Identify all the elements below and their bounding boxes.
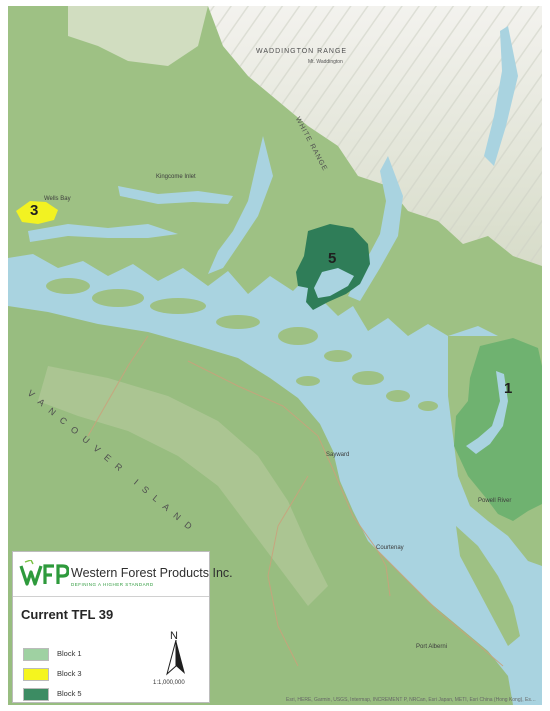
company-name: Western Forest Products Inc. [71, 566, 233, 580]
map-frame[interactable]: WADDINGTON RANGE Mt. Waddington WHITE RA… [8, 6, 542, 705]
block-3-number: 3 [30, 202, 39, 219]
swatch-block-5 [23, 688, 49, 701]
block-5-number: 5 [328, 250, 337, 267]
island-highlands [38, 366, 328, 606]
legend-divider [13, 596, 209, 597]
block-3-area[interactable] [16, 201, 58, 224]
inlet-main [208, 136, 273, 274]
legend-label-block-5: Block 5 [57, 689, 82, 698]
north-letter: N [170, 630, 178, 642]
map-scale: 1:1,000,000 [153, 680, 185, 686]
swatch-block-1 [23, 648, 49, 661]
inlet-northeast [484, 26, 518, 166]
block-5-inlet [314, 268, 354, 298]
label-kingcome-inlet: Kingcome Inlet [156, 174, 196, 180]
map-attribution: Esri, HERE, Garmin, USGS, Intermap, INCR… [286, 697, 536, 703]
company-tagline: DEFINING A HIGHER STANDARD [71, 582, 154, 587]
legend-label-block-1: Block 1 [57, 649, 82, 658]
swatch-block-3 [23, 668, 49, 681]
islands [46, 278, 438, 411]
block-1-number: 1 [504, 380, 513, 397]
label-port-alberni: Port Alberni [416, 644, 448, 650]
label-waddington-range: WADDINGTON RANGE [256, 48, 348, 55]
label-mt-waddington: Mt. Waddington [308, 59, 343, 65]
mountains-west [68, 6, 208, 66]
block-1-channel [466, 371, 508, 454]
legend-title: Current TFL 39 [21, 607, 114, 622]
label-sayward: Sayward [326, 452, 350, 458]
roads [87, 335, 504, 667]
inlet-kingcome [118, 186, 233, 204]
legend-panel: Western Forest Products Inc. DEFINING A … [12, 551, 233, 703]
inlet-knight [348, 156, 403, 301]
texada-island [456, 526, 520, 646]
legend-label-block-3: Block 3 [57, 669, 82, 678]
north-arrow-icon [166, 640, 185, 676]
label-wells-bay: Wells Bay [44, 196, 71, 202]
inlet-west [28, 224, 178, 242]
label-powell-river: Powell River [478, 498, 512, 504]
mountain-ridges [208, 6, 542, 266]
wfp-logo-icon [19, 560, 69, 590]
label-courtenay: Courtenay [376, 545, 404, 551]
